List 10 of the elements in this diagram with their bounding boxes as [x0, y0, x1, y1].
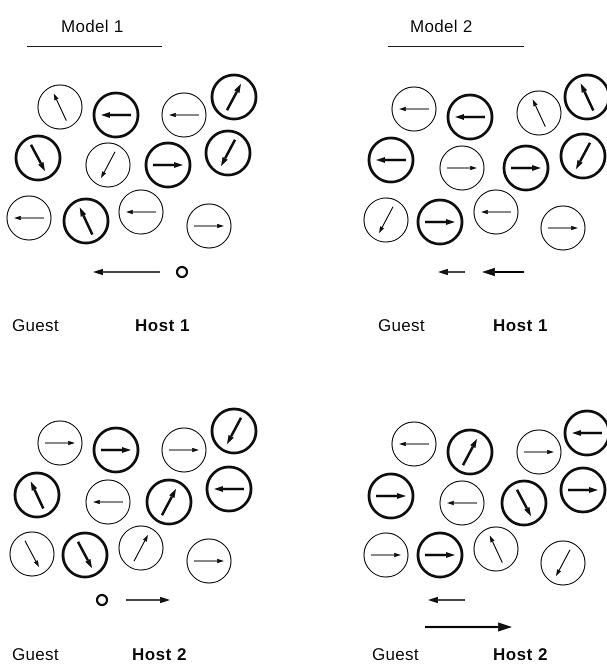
- layer-label: Guest: [378, 317, 425, 334]
- layer-label: Guest: [12, 646, 59, 663]
- layer-label: Host 2: [132, 646, 187, 663]
- layer-label: Guest: [372, 646, 419, 663]
- model-title: Model 1: [61, 18, 124, 35]
- model-title: Model 2: [410, 18, 473, 35]
- layer-label: Host 1: [135, 317, 190, 334]
- layer-label: Host 2: [493, 646, 548, 663]
- layer-label: Host 1: [493, 317, 548, 334]
- layer-label: Guest: [12, 317, 59, 334]
